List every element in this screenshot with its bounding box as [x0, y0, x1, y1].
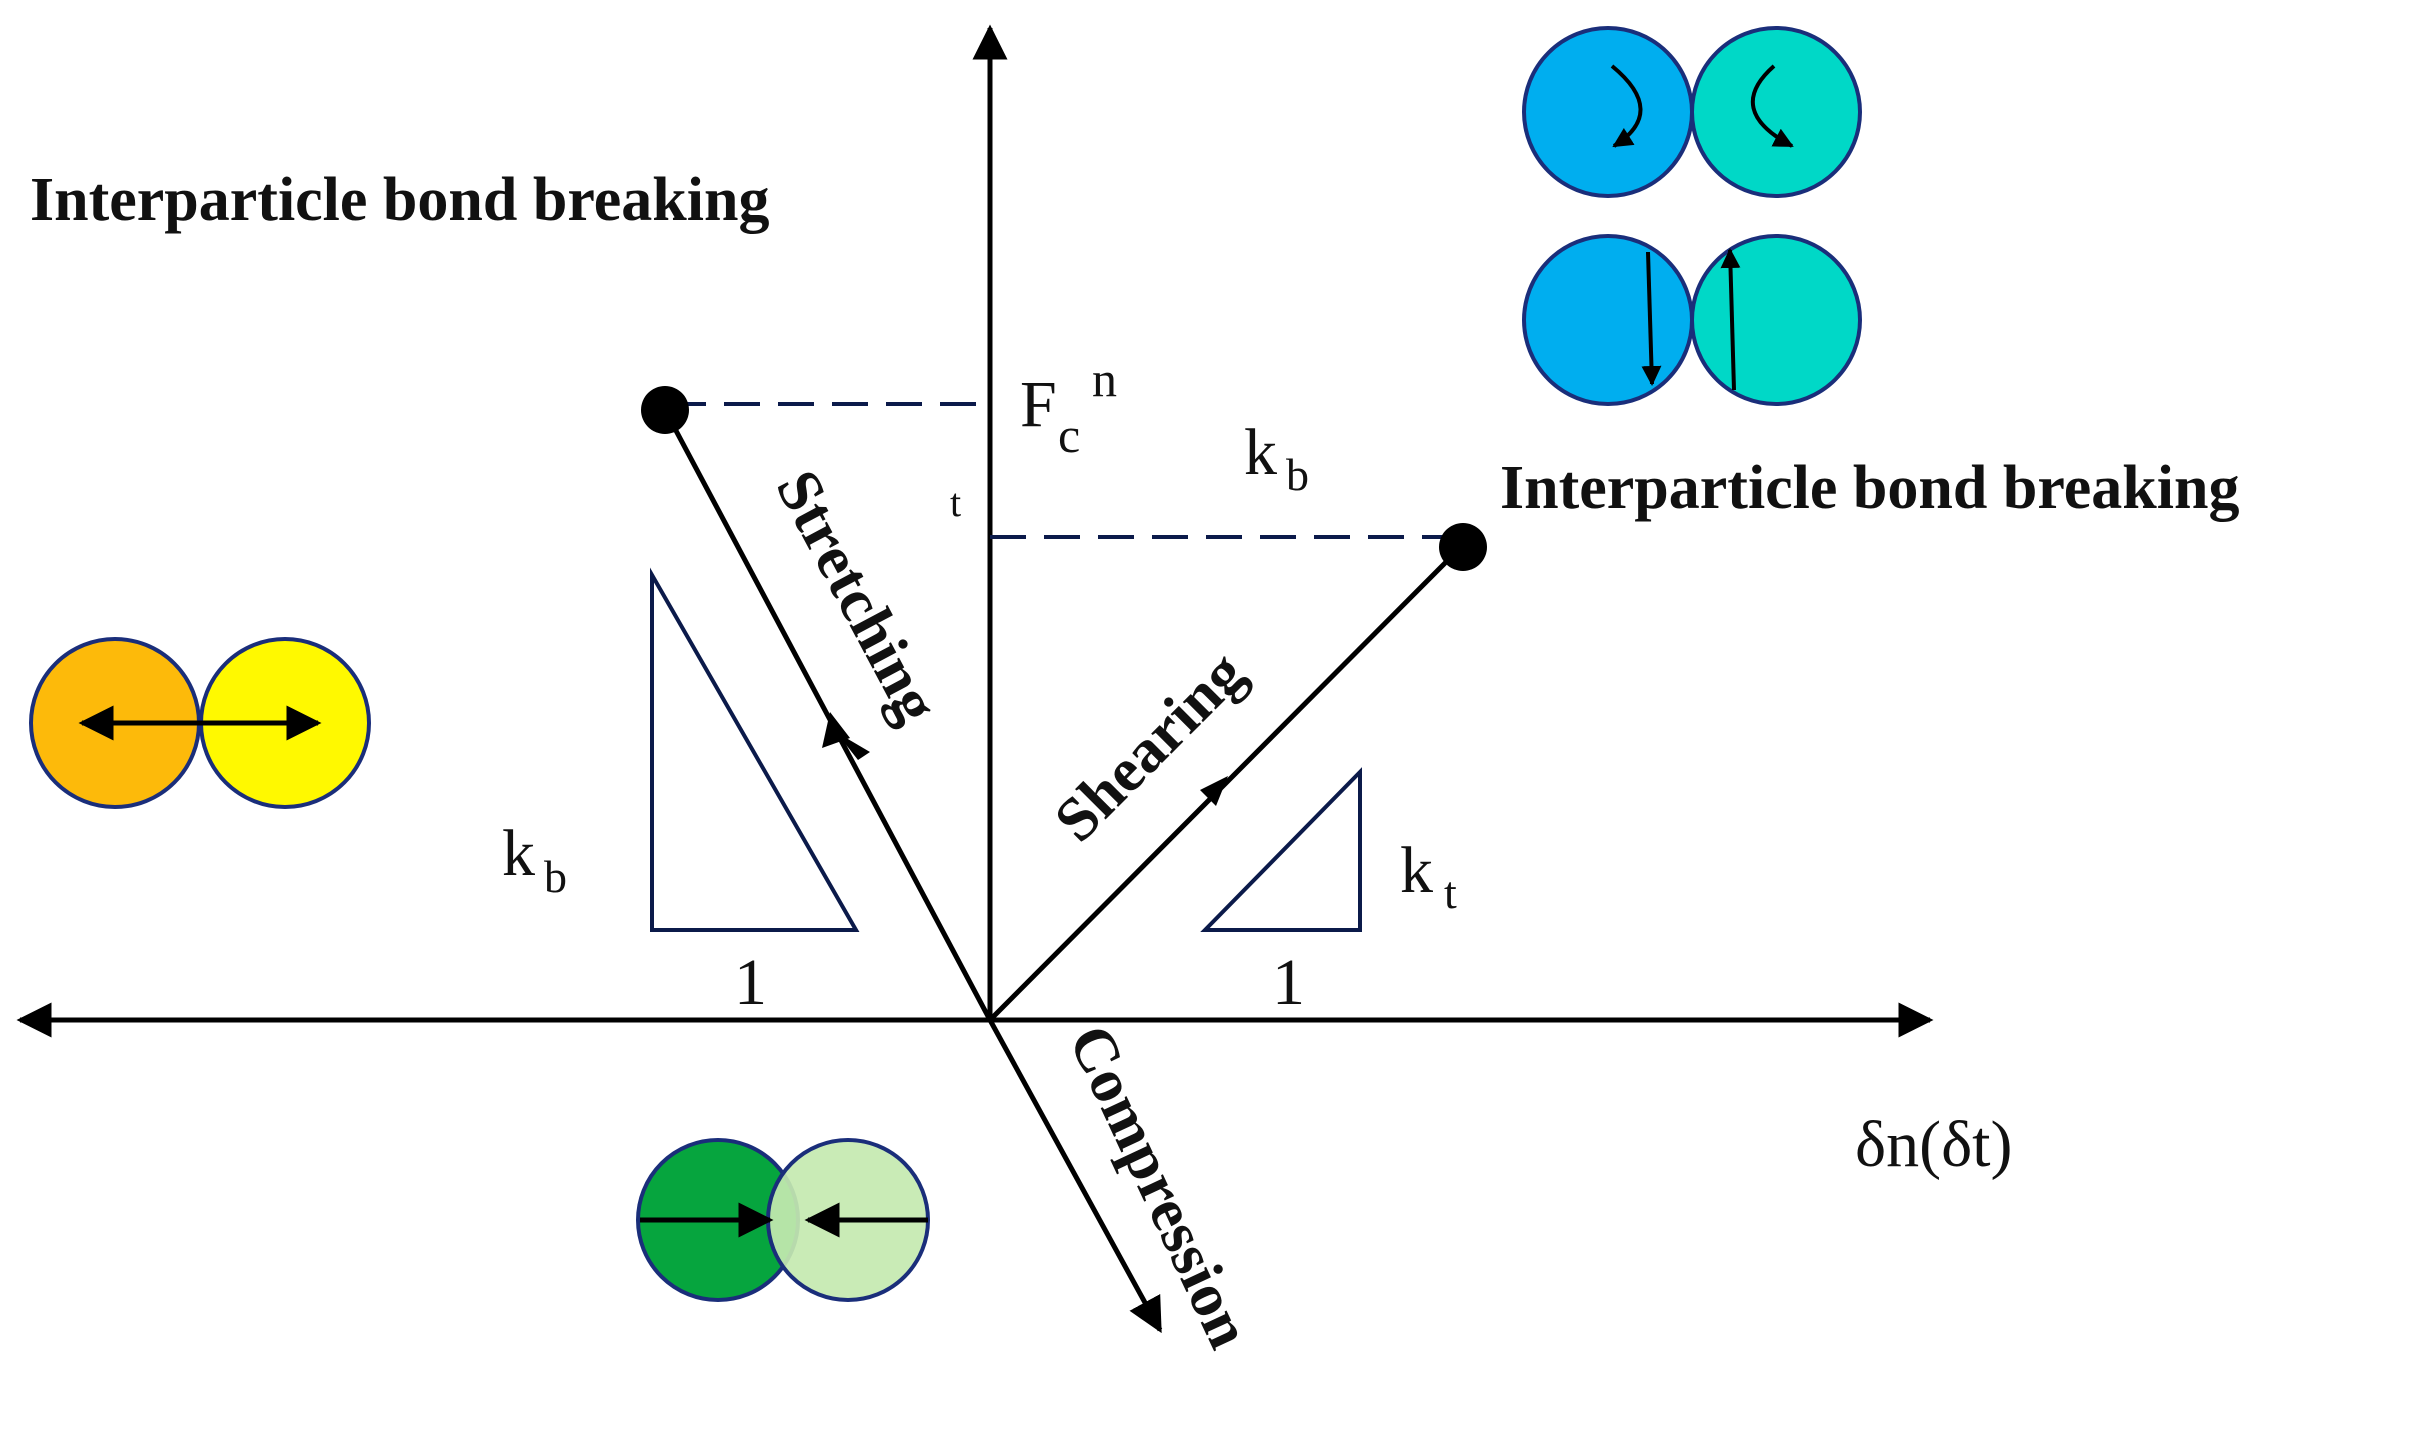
particle-pair-rotation-icon	[1522, 26, 1862, 198]
t-mark-label: t	[950, 480, 961, 525]
shearing-label: Shearing	[1042, 639, 1258, 855]
compression-label: Compression	[1055, 1015, 1263, 1358]
kb-slope-triangle	[650, 567, 860, 932]
kb-top-sub: b	[1286, 449, 1309, 500]
particle-pair-compression-icon	[636, 1138, 930, 1302]
kt-sub: t	[1444, 867, 1457, 918]
kt-slope-triangle	[1200, 767, 1362, 932]
bond-breaking-right-label: Interparticle bond breaking	[1500, 454, 2239, 522]
kb-left-sub: b	[544, 851, 567, 902]
kb-top-label: k b	[1244, 416, 1309, 500]
particle-pair-shear-icon	[1522, 234, 1862, 406]
shear-break-point	[1439, 523, 1487, 571]
fc-sub: c	[1058, 407, 1080, 463]
kb-left-base: k	[502, 817, 535, 890]
shearing-arrowhead	[1200, 776, 1228, 806]
stretching-arrowhead	[822, 712, 850, 748]
kt-label: k t	[1400, 834, 1457, 918]
one-right-label: 1	[1272, 946, 1305, 1019]
stretching-line	[662, 408, 993, 1022]
stretching-label: Stretching	[763, 460, 952, 734]
kb-left-label: k b	[502, 817, 567, 902]
x-axis-label: δn(δt)	[1855, 1108, 2013, 1181]
fc-sup: n	[1092, 351, 1117, 407]
compression-line	[987, 1018, 1163, 1334]
kb-top-base: k	[1244, 416, 1277, 489]
bond-breaking-left-label: Interparticle bond breaking	[30, 166, 769, 234]
shearing-line	[988, 546, 1462, 1022]
one-left-label: 1	[734, 946, 767, 1019]
stretch-break-point	[641, 386, 689, 434]
particle-pair-stretching-icon	[29, 637, 371, 809]
fc-base: F	[1020, 368, 1057, 441]
kt-base: k	[1400, 834, 1433, 907]
fc-label: F c n	[1020, 351, 1117, 463]
